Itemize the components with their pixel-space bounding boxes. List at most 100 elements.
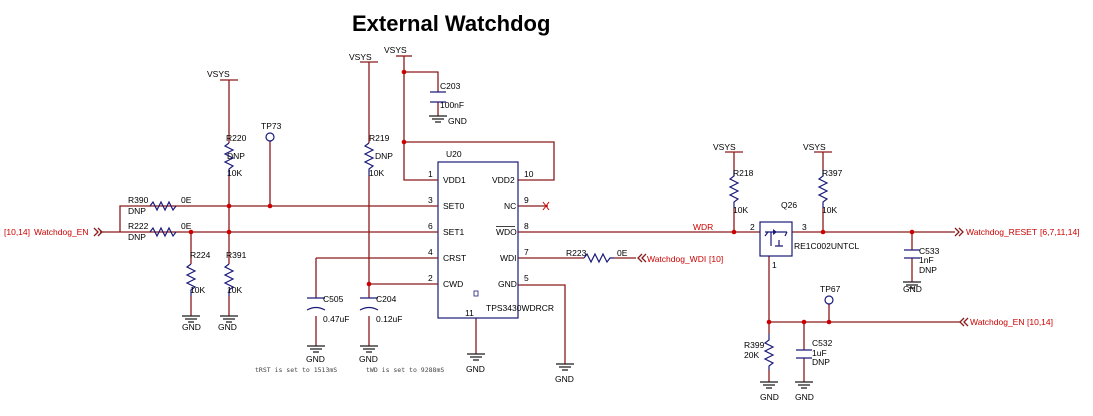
svg-text:C532: C532	[812, 338, 833, 348]
resistor-r219: R219 DNP 10K	[363, 133, 393, 178]
svg-text:[10]: [10]	[709, 254, 723, 264]
resistor-r390: R390 DNP 0E	[128, 195, 192, 216]
resistor-r222: R222 DNP 0E	[128, 221, 192, 242]
svg-text:3: 3	[802, 222, 807, 232]
svg-text:8: 8	[524, 221, 529, 231]
capacitor-c203: C203 100nF	[430, 81, 464, 110]
ic-u20: U20 TPS3430WDRCR 1 VDD1 3 SET0 6 SET1 4 …	[418, 149, 554, 319]
svg-text:0E: 0E	[181, 195, 192, 205]
resistor-r223: R223 0E	[566, 248, 628, 264]
vsys-label-r397: VSYS	[803, 142, 826, 152]
svg-text:TP67: TP67	[820, 284, 841, 294]
vsys-labels: VSYS VSYS VSYS VSYS VSYS	[207, 45, 832, 153]
note-trst: tRST is set to 1513mS	[255, 366, 337, 374]
svg-text:10K: 10K	[369, 168, 384, 178]
resistor-r391: R391 10K	[223, 248, 247, 296]
svg-text:WDO: WDO	[496, 227, 517, 237]
net-watchdog-wdi: Watchdog_WDI [10]	[637, 253, 723, 264]
svg-text:[10,14]: [10,14]	[4, 227, 30, 237]
net-wdr: WDR	[693, 222, 713, 232]
svg-text:R399: R399	[744, 340, 765, 350]
svg-text:DNP: DNP	[375, 151, 393, 161]
svg-text:1nF: 1nF	[919, 255, 934, 265]
svg-text:Watchdog_WDI: Watchdog_WDI	[647, 254, 706, 264]
vsys-label-u20: VSYS	[384, 45, 407, 55]
gnd-label-r391: GND	[218, 322, 237, 332]
svg-text:R222: R222	[128, 221, 149, 231]
svg-text:4: 4	[428, 247, 433, 257]
svg-text:CRST: CRST	[443, 253, 466, 263]
svg-text:7: 7	[524, 247, 529, 257]
svg-text:C533: C533	[919, 246, 940, 256]
svg-text:[10,14]: [10,14]	[1027, 317, 1053, 327]
svg-text:VDD1: VDD1	[443, 175, 466, 185]
resistor-r399: R399 20K	[744, 334, 775, 370]
svg-text:DNP: DNP	[812, 357, 830, 367]
svg-text:9: 9	[524, 195, 529, 205]
q26-part: RE1C002UNTCL	[794, 241, 859, 251]
svg-text:2: 2	[750, 222, 755, 232]
svg-text:0E: 0E	[617, 248, 628, 258]
schematic-title: External Watchdog	[352, 11, 550, 36]
svg-text:R391: R391	[226, 250, 247, 260]
svg-text:2: 2	[428, 273, 433, 283]
gnd-label-u20-pin5: GND	[555, 374, 574, 384]
svg-text:Watchdog_EN: Watchdog_EN	[970, 317, 1025, 327]
svg-text:WDR: WDR	[693, 222, 713, 232]
svg-text:20K: 20K	[744, 350, 759, 360]
svg-text:1: 1	[428, 169, 433, 179]
svg-text:CWD: CWD	[443, 279, 463, 289]
capacitor-c204: C204 0.12uF	[359, 294, 402, 324]
capacitor-c532: C532 1uF DNP	[796, 338, 833, 367]
svg-text:0E: 0E	[181, 221, 192, 231]
svg-text:10K: 10K	[227, 168, 242, 178]
net-watchdog-en-left: [10,14] Watchdog_EN	[4, 227, 103, 237]
resistor-r220: R220 DNP 10K	[223, 133, 247, 178]
gnd-symbols: GND GND GND GND GND GND GND GND GND GND	[182, 115, 922, 402]
svg-text:C505: C505	[323, 294, 344, 304]
svg-text:6: 6	[428, 221, 433, 231]
svg-text:SET1: SET1	[443, 227, 465, 237]
svg-text:10K: 10K	[190, 285, 205, 295]
svg-text:R219: R219	[369, 133, 390, 143]
junction-dots	[188, 69, 915, 325]
svg-text:1uF: 1uF	[812, 348, 827, 358]
svg-text:C203: C203	[440, 81, 461, 91]
svg-text:10K: 10K	[822, 205, 837, 215]
svg-text:NC: NC	[504, 201, 516, 211]
gnd-label-c204: GND	[359, 354, 378, 364]
resistor-r224: R224 10K	[185, 248, 211, 296]
svg-text:DNP: DNP	[919, 265, 937, 275]
svg-text:Watchdog_RESET: Watchdog_RESET	[966, 227, 1037, 237]
svg-text:[6,7,11,14]: [6,7,11,14]	[1040, 227, 1080, 237]
gnd-label-c532: GND	[795, 392, 814, 402]
capacitor-c533: C533 1nF DNP	[904, 246, 940, 275]
net-watchdog-en-right: Watchdog_EN [10,14]	[959, 317, 1053, 327]
svg-text:R397: R397	[822, 168, 843, 178]
gnd-label-c533: GND	[903, 284, 922, 294]
gnd-label-c505: GND	[306, 354, 325, 364]
svg-text:3: 3	[428, 195, 433, 205]
svg-text:11: 11	[465, 308, 474, 318]
vsys-label-r218: VSYS	[713, 142, 736, 152]
svg-text:DNP: DNP	[128, 232, 146, 242]
svg-text:0.47uF: 0.47uF	[323, 314, 349, 324]
svg-text:DNP: DNP	[128, 206, 146, 216]
svg-text:GND: GND	[498, 279, 517, 289]
svg-text:VDD2: VDD2	[492, 175, 515, 185]
wires	[100, 56, 960, 382]
svg-text:R223: R223	[566, 248, 587, 258]
gnd-label-c203: GND	[448, 116, 467, 126]
svg-text:R390: R390	[128, 195, 149, 205]
svg-text:10: 10	[524, 169, 534, 179]
svg-text:1: 1	[772, 260, 777, 270]
vsys-label-r220: VSYS	[207, 69, 230, 79]
gnd-label-u20-pin11: GND	[466, 364, 485, 374]
svg-text:C204: C204	[376, 294, 397, 304]
svg-text:R220: R220	[226, 133, 247, 143]
testpoint-tp67: TP67	[820, 284, 841, 305]
vsys-label-r219: VSYS	[349, 52, 372, 62]
svg-text:5: 5	[524, 273, 529, 283]
